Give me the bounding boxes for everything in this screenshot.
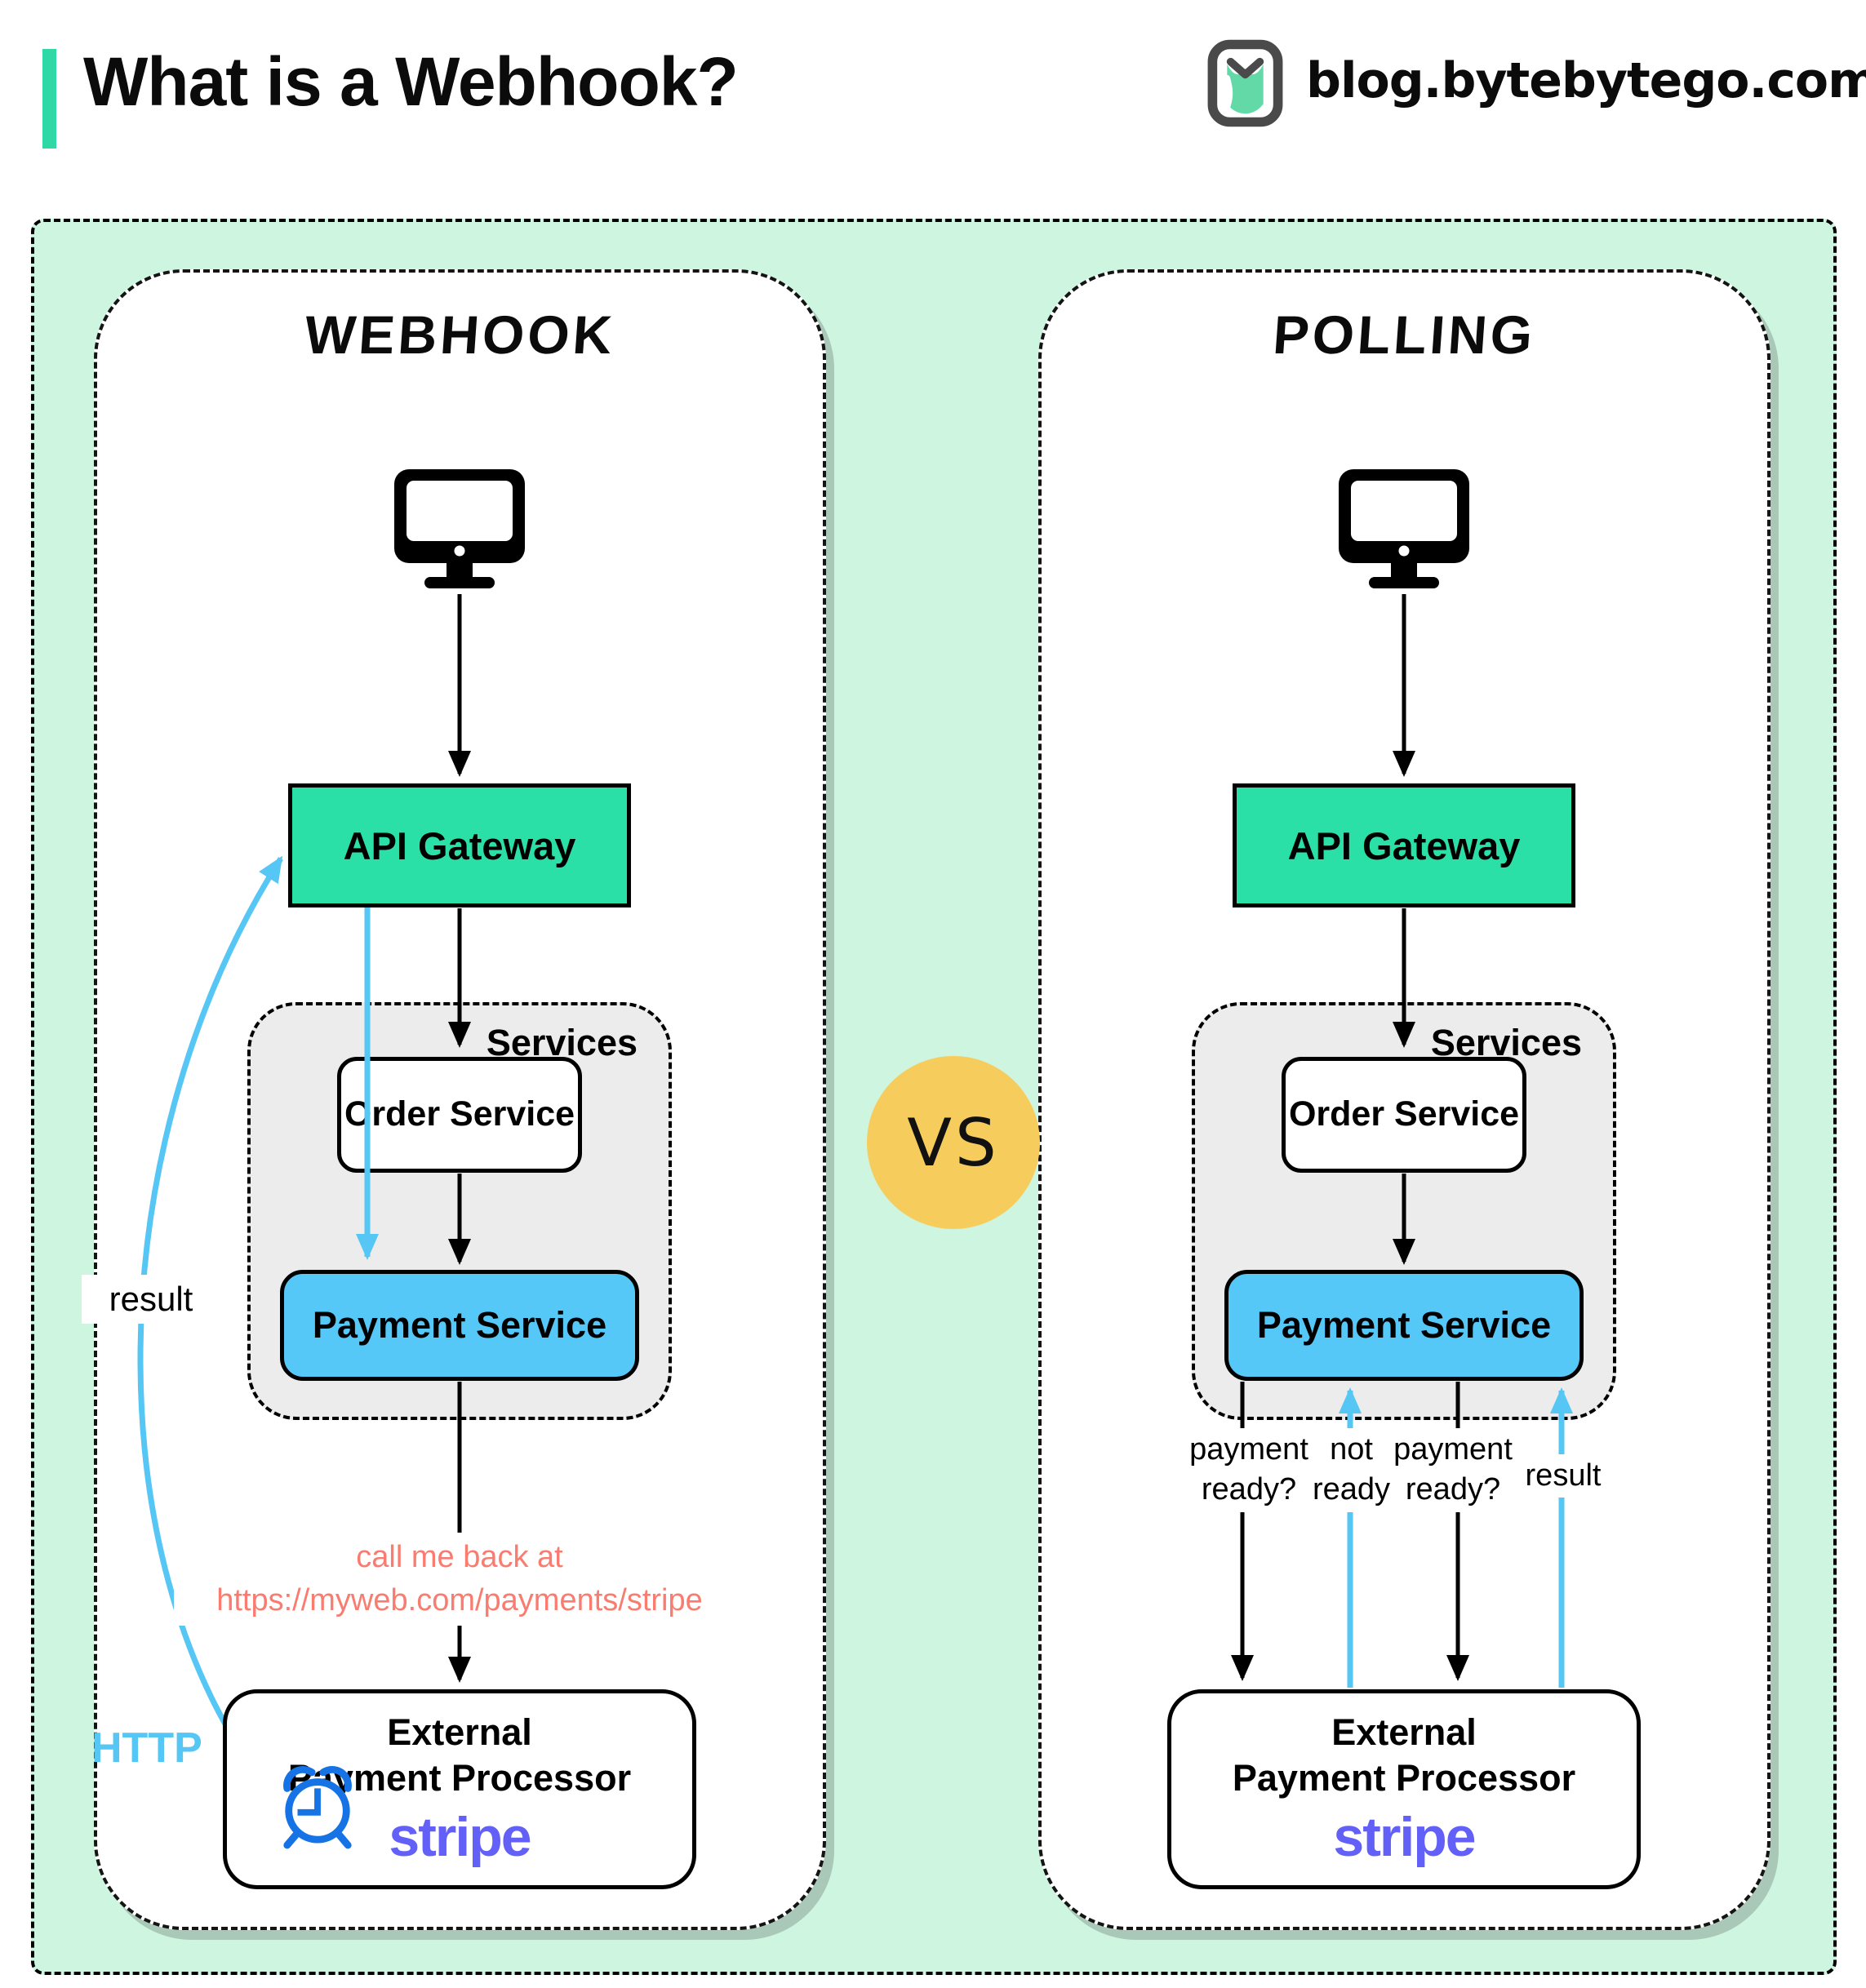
- callback-note-line1: call me back at: [356, 1540, 563, 1574]
- polling-arrow-label-result: result: [1514, 1454, 1612, 1498]
- polling-api-gateway-node: API Gateway: [1233, 783, 1575, 907]
- polling-arrow-label-payment-ready-1: payment ready?: [1188, 1428, 1310, 1512]
- polling-panel-title: Polling: [1271, 304, 1538, 365]
- external-processor-line1: External: [387, 1711, 532, 1753]
- polling-services-label: Services: [1430, 1022, 1582, 1063]
- polling-order-service-node: Order Service: [1282, 1057, 1526, 1173]
- site-url: blog.bytebytego.com: [1306, 52, 1866, 109]
- callback-note-line2: https://myweb.com/payments/stripe: [216, 1583, 703, 1618]
- external-processor-line1: External: [1331, 1711, 1477, 1753]
- webhook-api-gateway-node: API Gateway: [288, 783, 631, 907]
- webhook-payment-service-node: Payment Service: [280, 1270, 639, 1381]
- alarm-clock-icon: [283, 1766, 352, 1849]
- bytebytego-logo-icon: [1207, 39, 1283, 127]
- webhook-order-service-node: Order Service: [337, 1057, 582, 1173]
- stripe-logo: stripe: [389, 1805, 531, 1868]
- webhook-result-label: result: [82, 1275, 220, 1324]
- polling-arrow-label-payment-ready-2: payment ready?: [1392, 1428, 1514, 1512]
- vs-badge: VS: [867, 1056, 1040, 1229]
- desktop-monitor-icon: [1339, 469, 1469, 588]
- title-accent-bar: [42, 49, 56, 149]
- webhook-services-label: Services: [486, 1022, 638, 1063]
- desktop-monitor-icon: [394, 469, 525, 588]
- page-title: What is a Webhook?: [83, 43, 739, 120]
- stripe-logo: stripe: [1333, 1805, 1476, 1868]
- webhook-callback-note: call me back at https://myweb.com/paymen…: [174, 1533, 745, 1626]
- webhook-panel-title: Webhook: [302, 304, 618, 365]
- polling-arrow-label-not-ready: not ready: [1308, 1428, 1394, 1512]
- external-processor-line2: Payment Processor: [1232, 1756, 1576, 1799]
- polling-external-processor-node: External Payment Processor stripe: [1167, 1689, 1641, 1889]
- webhook-http-label: HTTP: [91, 1724, 202, 1772]
- polling-payment-service-node: Payment Service: [1224, 1270, 1584, 1381]
